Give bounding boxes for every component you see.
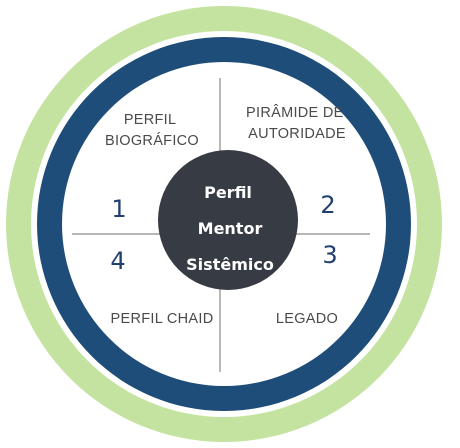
- quadrant-2-number: 2: [320, 191, 335, 219]
- quadrant-4-number: 4: [110, 247, 125, 275]
- center-line-3: Sistêmico: [186, 255, 274, 274]
- center-circle: [158, 150, 298, 290]
- quadrant-3-label: LEGADO: [276, 311, 338, 327]
- center-line-1: Perfil: [204, 183, 252, 202]
- center-line-2: Mentor: [198, 219, 263, 238]
- quadrant-1-label: PERFIL BIOGRÁFICO: [105, 112, 199, 149]
- quadrant-3-number: 3: [322, 241, 337, 269]
- quadrant-2-label: PIRÂMIDE DE AUTORIDADE: [246, 104, 348, 142]
- quadrant-2-label-line-2: AUTORIDADE: [248, 126, 346, 142]
- quadrant-1-label-line-2: BIOGRÁFICO: [105, 132, 199, 149]
- quadrant-3-label-line-1: LEGADO: [276, 311, 338, 327]
- quadrant-2-label-line-1: PIRÂMIDE DE: [246, 104, 344, 121]
- quadrant-4-label-line-1: PERFIL CHAID: [111, 311, 214, 327]
- quadrant-1-label-line-1: PERFIL: [124, 112, 176, 128]
- quadrant-1-number: 1: [111, 195, 126, 223]
- quadrant-4-label: PERFIL CHAID: [111, 311, 214, 327]
